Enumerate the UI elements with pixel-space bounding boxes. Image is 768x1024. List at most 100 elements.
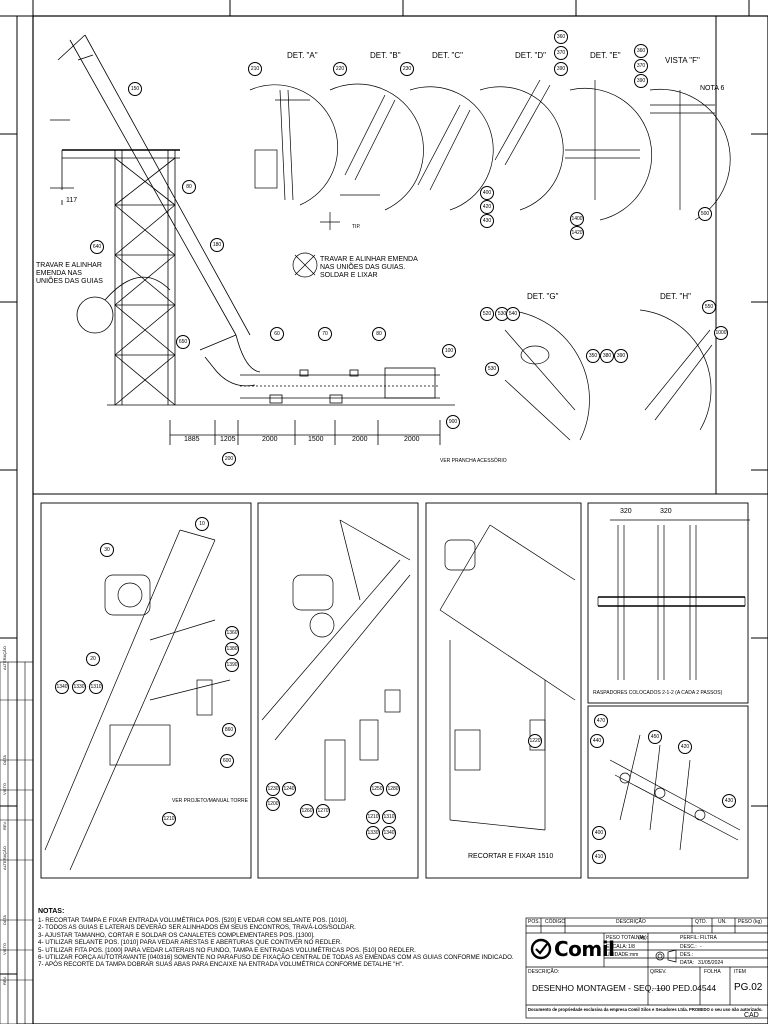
det-a-circle [249, 84, 339, 206]
balloon-top: 390 [634, 74, 648, 88]
margin-label: ALTERAÇÃO [2, 846, 7, 870]
recortar-fixar-label: RECORTAR E FIXAR 1510 [468, 853, 554, 860]
margin-label: VISTO [2, 783, 7, 795]
peso-total-label: PESO TOTAL (kg): [606, 935, 649, 941]
vista-f-circle [649, 88, 731, 221]
balloon-iso-1: 10 [195, 517, 209, 531]
descricao-label: DESCRIÇÃO: [528, 969, 560, 975]
balloon-top: 530 [485, 362, 499, 376]
det-h-circle [639, 309, 712, 431]
descricao-value: DESENHO MONTAGEM - SEQ. 100 PED.04544 [532, 983, 717, 993]
balloon-top: 550 [702, 300, 716, 314]
unidade-label: UNIDADE: [606, 952, 630, 958]
balloon-top: 150 [128, 82, 142, 96]
perfil-label: PERFIL: [680, 935, 699, 941]
balloon-top: 100 [442, 344, 456, 358]
travar-mid-label-3: SOLDAR E LIXAR [320, 272, 378, 279]
note-item: 1- RECORTAR TAMPA E FIXAR ENTRADA VOLUMÉ… [38, 917, 348, 924]
note-item: 5- UTILIZAR FITA POS. [1000] PARA VEDAR … [38, 946, 416, 954]
data-label: DATA: [680, 960, 694, 966]
balloon-iso-chain: 400 [592, 826, 606, 840]
balloon-top: 70 [318, 327, 332, 341]
revisao-value: ------ [652, 986, 666, 993]
balloon-top: 360 [634, 44, 648, 58]
margin-label: REV. [2, 821, 7, 830]
balloon-iso-chain: 410 [592, 850, 606, 864]
balloon-iso-1: 1310 [89, 680, 103, 694]
detail-circle-mid [292, 252, 318, 278]
balloon-iso-2: 1330 [366, 826, 380, 840]
travar-left-label: TRAVAR E ALINHAR EMENDA NAS UNIÕES DAS G… [36, 262, 103, 285]
balloon-top: 80 [372, 327, 386, 341]
desc-value: - [700, 944, 702, 950]
escala-value: 1/8 [628, 944, 635, 950]
balloon-top: 520 [480, 307, 494, 321]
det-c-circle [409, 86, 494, 211]
det-d-circle [479, 86, 564, 211]
chain-top-view [597, 519, 750, 680]
det-g-label: DET. "G" [527, 292, 559, 301]
horizontal-conveyor [240, 367, 440, 404]
balloon-top: 900 [446, 415, 460, 429]
margin-label: REV. [2, 976, 7, 985]
balloon-top: 420 [480, 200, 494, 214]
support-tower [50, 149, 180, 406]
balloon-iso-2: 1200 [266, 797, 280, 811]
dim-320-b: 320 [660, 508, 672, 515]
balloon-top: 350 [586, 349, 600, 363]
balloon-iso-chain: 430 [722, 794, 736, 808]
projection-symbol-icon [655, 949, 677, 963]
balloon-iso-chain: 470 [594, 714, 608, 728]
det-g-circle [504, 309, 590, 441]
det-b-circle [329, 83, 424, 211]
nota-6-label: NOTA 6 [700, 85, 725, 92]
title-block-grid [525, 917, 768, 1019]
det-d-label: DET. "D" [515, 51, 547, 60]
col-codigo: CÓDIGO [545, 919, 566, 925]
perfil-value: FILTRA [700, 935, 717, 941]
balloon-iso-1: 30 [100, 543, 114, 557]
note-item: 3- AJUSTAR TAMANHO, CORTAR E SOLDAR OS C… [38, 931, 315, 939]
balloon-iso-1: 20 [86, 652, 100, 666]
balloon-top: 230 [400, 62, 414, 76]
tip-label: TIP. [352, 224, 361, 230]
det-a-label: DET. "A" [287, 51, 318, 60]
det-c-label: DET. "C" [432, 51, 464, 60]
desc-label: DESC.: [680, 944, 697, 950]
balloon-iso-2: 1340 [382, 826, 396, 840]
balloon-iso-1: 600 [220, 754, 234, 768]
balloon-top: 200 [222, 452, 236, 466]
vista-f-label: VISTA "F" [665, 56, 700, 65]
balloon-iso-3: 1220 [528, 734, 542, 748]
balloon-iso-2: 1230 [266, 782, 280, 796]
peso-total-value: N/A [636, 935, 645, 941]
cad-label: CAD [744, 1012, 759, 1019]
margin-label: ALTERAÇÃO [2, 646, 7, 670]
revision-table [0, 661, 34, 1024]
balloon-iso-2: 1280 [386, 782, 400, 796]
chain-iso-view [609, 734, 741, 851]
balloon-top: 380 [600, 349, 614, 363]
inclined-conveyor [50, 34, 261, 387]
col-qtd: QTD. [695, 919, 707, 925]
balloon-top: 390 [614, 349, 628, 363]
note-item: 4- UTILIZAR SELANTE POS. [1010] PARA VED… [38, 939, 342, 947]
dim-2000-b: 2000 [352, 436, 368, 443]
iso-view-2 [261, 519, 411, 801]
balloon-iso-chain: 440 [590, 734, 604, 748]
balloon-iso-1: 1210 [162, 812, 176, 826]
margin-label: DATA [2, 914, 7, 925]
data-value: 31/05/2024 [698, 960, 724, 966]
det-e-circle [569, 87, 653, 221]
balloon-top: 430 [480, 214, 494, 228]
balloon-top: 60 [270, 327, 284, 341]
travar-mid-label-2: NAS UNIÕES DAS GUIAS. [320, 264, 406, 271]
balloon-top: 370 [554, 46, 568, 60]
item-label: ITEM [734, 969, 746, 975]
balloon-iso-chain: 420 [678, 740, 692, 754]
balloon-iso-2: 1260 [300, 804, 314, 818]
ver-projeto-label: VER PROJETO/MANUAL TORRE [172, 798, 248, 804]
balloon-iso-1: 1360 [225, 626, 239, 640]
